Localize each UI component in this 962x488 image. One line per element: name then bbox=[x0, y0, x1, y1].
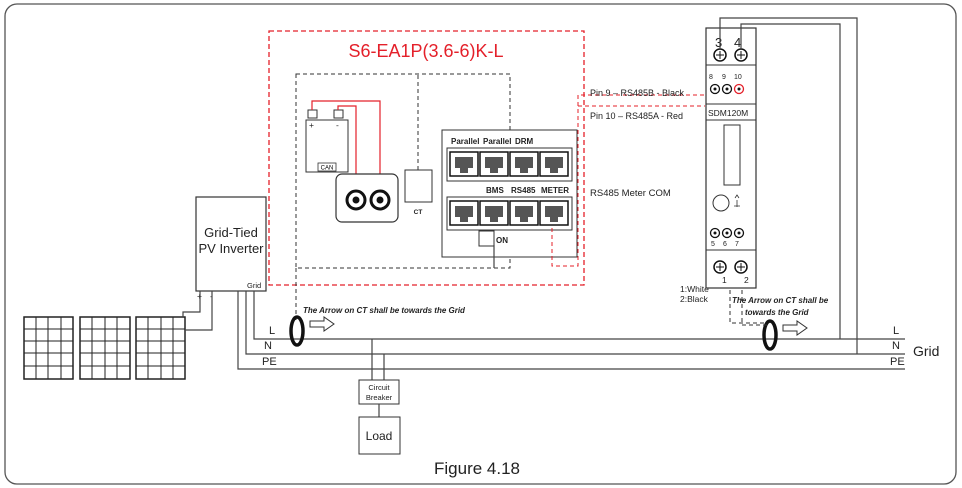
rj45-port bbox=[509, 200, 539, 226]
figure-caption: Figure 4.18 bbox=[434, 459, 520, 478]
battery: + - CAN bbox=[305, 109, 349, 173]
rj45-port bbox=[539, 151, 569, 177]
load-box bbox=[358, 416, 401, 455]
ct-note-left: The Arrow on CT shall be towards the Gri… bbox=[303, 306, 466, 315]
meter-terminal-2: 2 bbox=[744, 275, 749, 285]
port-row-1 bbox=[446, 147, 573, 182]
meter-screw-terminal bbox=[721, 83, 733, 95]
ct-terminal-box bbox=[404, 169, 433, 203]
ct-wire-right-2 bbox=[741, 290, 768, 326]
pv-inverter-grid-port: Grid bbox=[247, 281, 261, 290]
pv-panel bbox=[79, 316, 131, 380]
ct-clamp-left bbox=[289, 315, 305, 347]
load-label: Load bbox=[366, 429, 393, 443]
inverter-model-title: S6-EA1P(3.6-6)K-L bbox=[348, 41, 503, 61]
breaker-label-2: Breaker bbox=[366, 393, 393, 402]
meter-screw-terminal bbox=[721, 227, 733, 239]
battery-plus: + bbox=[309, 120, 314, 130]
rs485-wire-red bbox=[551, 94, 716, 267]
line-L-label-right: L bbox=[893, 325, 899, 337]
meter-screw-terminal bbox=[733, 227, 745, 239]
rj45-port bbox=[479, 200, 509, 226]
port-label-parallel-2: Parallel bbox=[483, 137, 511, 146]
meter-screw-terminal bbox=[734, 260, 748, 274]
battery-connector bbox=[335, 173, 399, 223]
pin10-label: Pin 10 – RS485A - Red bbox=[590, 111, 683, 121]
line-N-label-right: N bbox=[892, 340, 900, 352]
meter-terminal-1: 1 bbox=[722, 275, 727, 285]
meter-screw-terminal bbox=[734, 48, 748, 62]
dc-wire-plus bbox=[182, 291, 201, 317]
meter-terminal-5: 5 bbox=[711, 241, 715, 248]
port-label-drm: DRM bbox=[515, 137, 534, 146]
meter-terminal-3: 3 bbox=[715, 35, 722, 50]
rj45-port bbox=[449, 200, 479, 226]
meter-terminal-9: 9 bbox=[722, 74, 726, 81]
dip-switch-on-label: ON bbox=[496, 236, 508, 245]
pv-inverter: Grid-Tied PV Inverter Grid + - bbox=[195, 196, 267, 301]
meter-screw-terminal bbox=[709, 227, 721, 239]
pv-panel bbox=[23, 316, 74, 380]
ct-arrow-right bbox=[782, 320, 808, 336]
line-PE-label-right: PE bbox=[890, 356, 905, 368]
meter-screw-terminal bbox=[713, 48, 727, 62]
pv-inverter-label-1: Grid-Tied bbox=[204, 225, 258, 240]
meter-wire-N bbox=[719, 17, 858, 354]
port-label-rs485: RS485 bbox=[511, 186, 536, 195]
outer-frame bbox=[4, 3, 957, 485]
ct-wire-right-1 bbox=[729, 290, 765, 324]
ct-terminal-label: CT bbox=[414, 209, 423, 216]
ct-arrow-left bbox=[309, 316, 335, 332]
meter-model-label: SDM120M bbox=[708, 108, 748, 118]
line-PE bbox=[237, 291, 905, 370]
meter-terminal-8: 8 bbox=[709, 74, 713, 81]
rs485-meter-com-label: RS485 Meter COM bbox=[590, 188, 671, 199]
battery-can-label: CAN bbox=[321, 166, 334, 172]
meter-wire-L bbox=[740, 23, 841, 339]
rj45-port bbox=[539, 200, 569, 226]
port-row-2 bbox=[446, 196, 573, 231]
port-label-bms: BMS bbox=[486, 186, 504, 195]
meter-screw-terminal bbox=[709, 83, 721, 95]
battery-red-wire-1 bbox=[311, 100, 381, 188]
ct-note-right-1: The Arrow on CT shall be bbox=[732, 296, 829, 305]
port-label-parallel-1: Parallel bbox=[451, 137, 479, 146]
meter-terminal-4: 4 bbox=[734, 35, 741, 50]
meter-terminal-10: 10 bbox=[734, 74, 742, 81]
rj45-port bbox=[509, 151, 539, 177]
inverter-boundary bbox=[268, 30, 585, 286]
line-L-label-left: L bbox=[269, 325, 275, 337]
battery-minus: - bbox=[336, 120, 339, 130]
ct-clamp-right bbox=[762, 319, 778, 351]
battery-red-wire-2 bbox=[337, 105, 357, 188]
dip-switch bbox=[478, 230, 495, 247]
grid-label: Grid bbox=[913, 343, 939, 359]
meter-screw-terminal bbox=[733, 83, 745, 95]
port-label-meter: METER bbox=[541, 186, 569, 195]
line-L bbox=[253, 291, 905, 340]
pv-inverter-label-2: PV Inverter bbox=[198, 241, 264, 256]
ct-wire-black-label: 2:Black bbox=[680, 294, 709, 304]
pv-panel bbox=[135, 316, 186, 380]
ct-wire-white-label: 1:White bbox=[680, 284, 709, 294]
line-N-label-left: N bbox=[264, 340, 272, 352]
rj45-port bbox=[479, 151, 509, 177]
rj45-port bbox=[449, 151, 479, 177]
breaker-label-1: Circuit bbox=[368, 383, 390, 392]
ct-note-right-2: towards the Grid bbox=[745, 308, 810, 317]
line-PE-label-left: PE bbox=[262, 356, 277, 368]
pin9-label: Pin 9 – RS485B - Black bbox=[590, 88, 685, 98]
meter-screw-terminal bbox=[713, 260, 727, 274]
energy-meter bbox=[705, 27, 757, 289]
line-N bbox=[245, 291, 905, 355]
dc-wire-minus bbox=[185, 291, 213, 331]
meter-terminal-7: 7 bbox=[735, 241, 739, 248]
meter-terminal-6: 6 bbox=[723, 241, 727, 248]
